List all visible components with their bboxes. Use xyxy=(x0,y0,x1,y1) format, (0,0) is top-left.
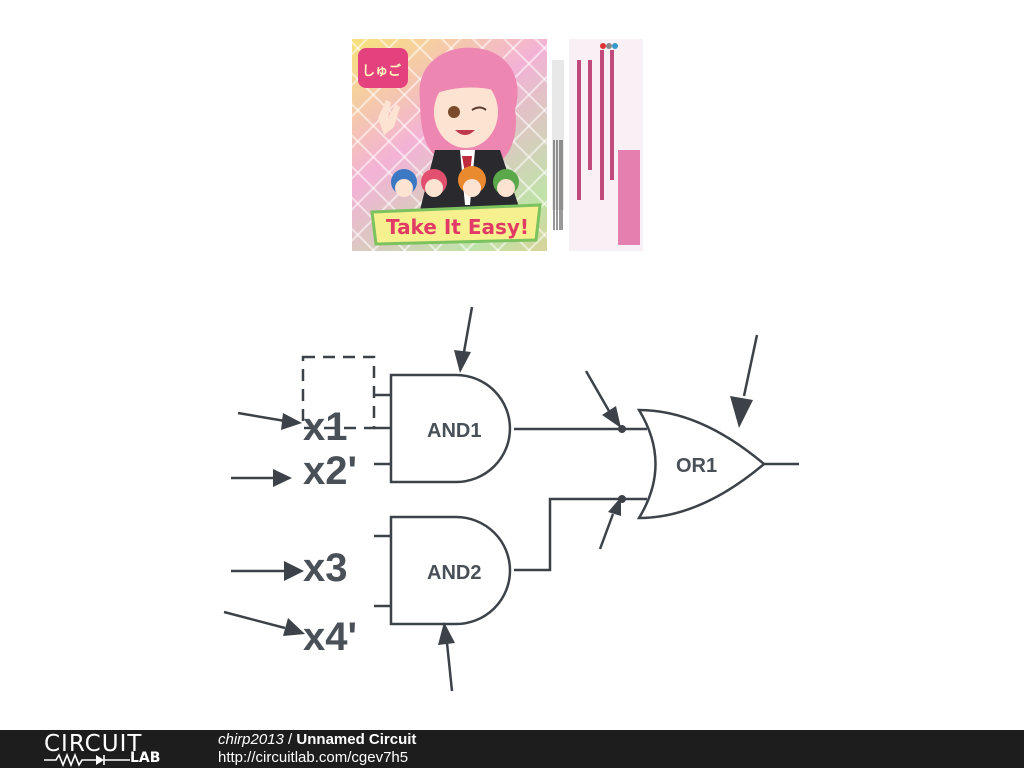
and1-gate[interactable]: AND1 xyxy=(389,373,512,484)
footer-bar: CIRCUIT LAB chirp2013 / Unnamed Circuit … xyxy=(0,730,1024,768)
input-label-x4: x4' xyxy=(303,615,357,659)
arrow xyxy=(438,622,455,692)
or1-label: OR1 xyxy=(676,455,717,477)
and2-label: AND2 xyxy=(427,562,481,584)
circuit-name[interactable]: Unnamed Circuit xyxy=(296,731,417,748)
and1-label: AND1 xyxy=(427,420,481,442)
circuit-url[interactable]: http://circuitlab.com/cgev7h5 xyxy=(218,749,409,766)
input-label-x2: x2' xyxy=(303,449,357,493)
dashed-box xyxy=(301,355,376,430)
separator: / xyxy=(283,731,297,748)
circuitlab-logo[interactable]: CIRCUIT LAB xyxy=(44,731,184,767)
arrows xyxy=(223,306,759,692)
logo-text-circuit: CIRCUIT xyxy=(44,731,143,757)
cover-title: Take It Easy! xyxy=(386,215,529,239)
or1-gate[interactable]: OR1 xyxy=(636,408,766,520)
arrow xyxy=(730,334,759,428)
wires xyxy=(374,393,799,608)
arrow xyxy=(598,497,621,550)
arrow xyxy=(223,610,305,636)
input-label-x1: x1 xyxy=(303,405,348,449)
and2-gate[interactable]: AND2 xyxy=(389,515,512,626)
author-link[interactable]: chirp2013 xyxy=(218,731,284,748)
arrow xyxy=(237,411,302,430)
circuit-diagram: しゅご Take It Easy! AND1 AND2 OR1 xyxy=(223,39,799,692)
arrow xyxy=(231,561,304,581)
album-cover-image: しゅご Take It Easy! xyxy=(352,39,643,251)
arrow xyxy=(454,306,474,373)
arrow xyxy=(231,469,292,487)
logo-text-lab: LAB xyxy=(130,750,161,766)
input-label-x3: x3 xyxy=(303,546,348,590)
resistor-diode-icon xyxy=(44,753,130,767)
svg-text:しゅご: しゅご xyxy=(362,63,402,79)
circuit-info: chirp2013 / Unnamed Circuit http://circu… xyxy=(218,731,416,767)
arrow xyxy=(584,370,621,428)
